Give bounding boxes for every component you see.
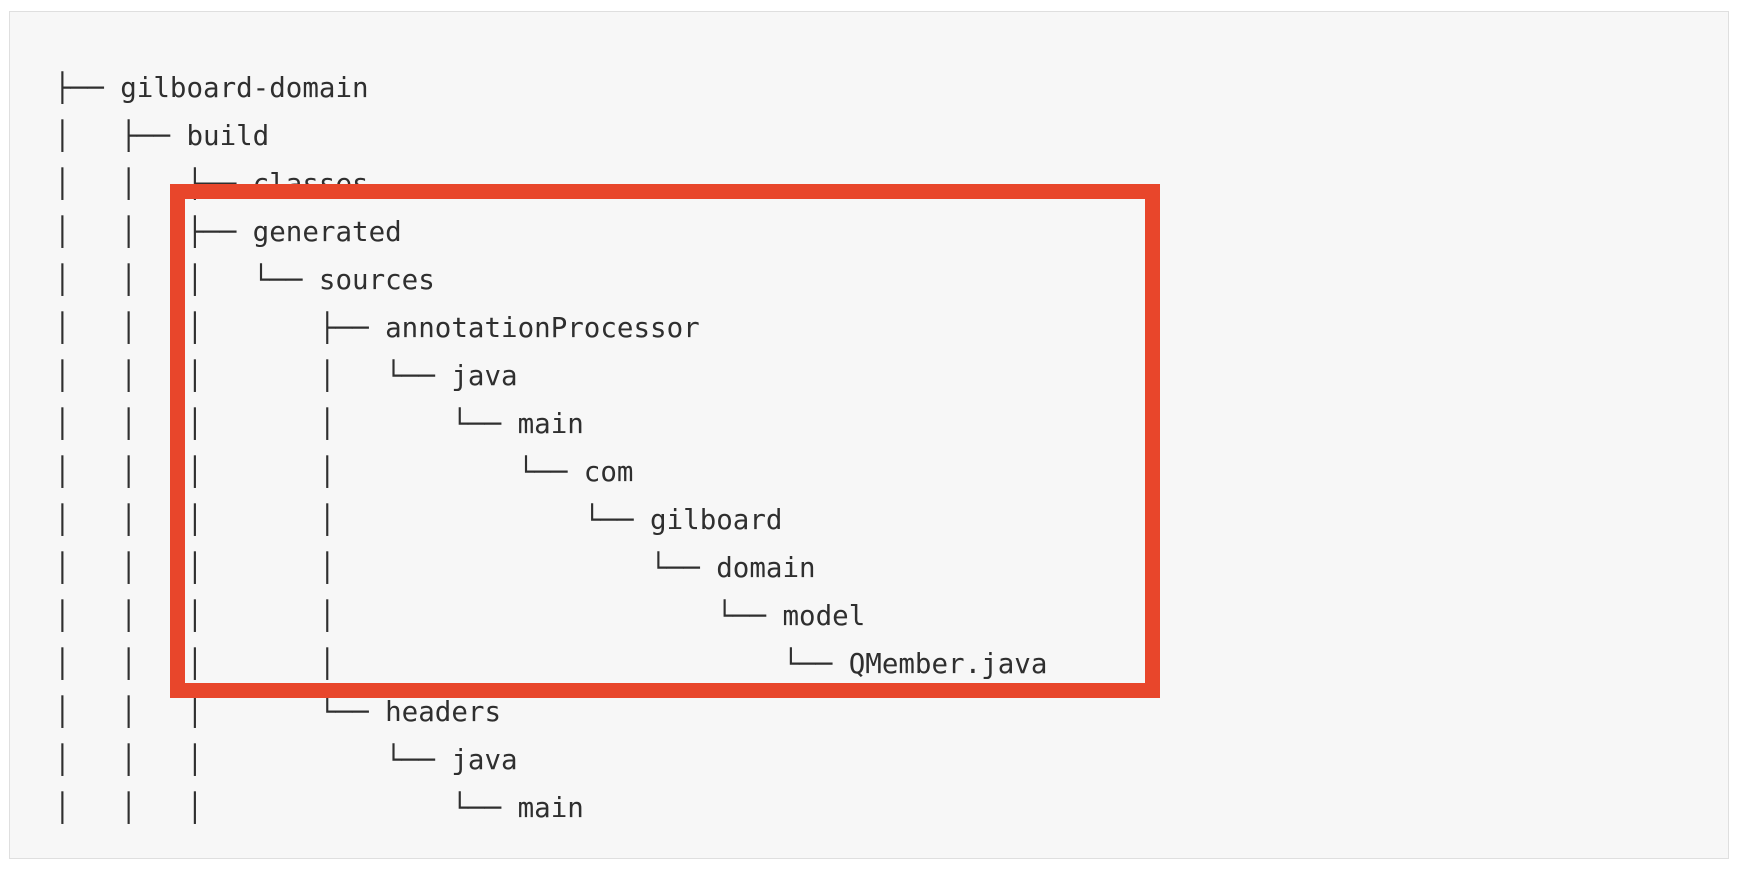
tree-line-headers-main: │ │ │ └── main (54, 792, 584, 824)
code-block: ├── gilboard-domain │ ├── build │ │ ├── … (9, 11, 1729, 859)
tree-line-java: │ │ │ │ └── java (54, 360, 518, 392)
tree-line-headers: │ │ │ └── headers (54, 696, 502, 728)
tree-line-generated: │ │ ├── generated (54, 216, 402, 248)
tree-line-build: │ ├── build (54, 120, 270, 152)
tree-line-gilboard-domain: ├── gilboard-domain (54, 72, 369, 104)
tree-line-classes: │ │ ├── classes (54, 168, 369, 200)
tree-line-main: │ │ │ │ └── main (54, 408, 584, 440)
tree-line-qmember-java: │ │ │ │ └── QMember.java (54, 648, 1048, 680)
tree-line-annotation-processor: │ │ │ ├── annotationProcessor (54, 312, 700, 344)
tree-line-headers-java: │ │ │ └── java (54, 744, 518, 776)
tree-line-sources: │ │ │ └── sources (54, 264, 435, 296)
tree-line-com: │ │ │ │ └── com (54, 456, 634, 488)
tree-line-domain: │ │ │ │ └── domain (54, 552, 816, 584)
tree-line-model: │ │ │ │ └── model (54, 600, 866, 632)
file-tree: ├── gilboard-domain │ ├── build │ │ ├── … (54, 64, 1047, 832)
tree-line-gilboard: │ │ │ │ └── gilboard (54, 504, 783, 536)
